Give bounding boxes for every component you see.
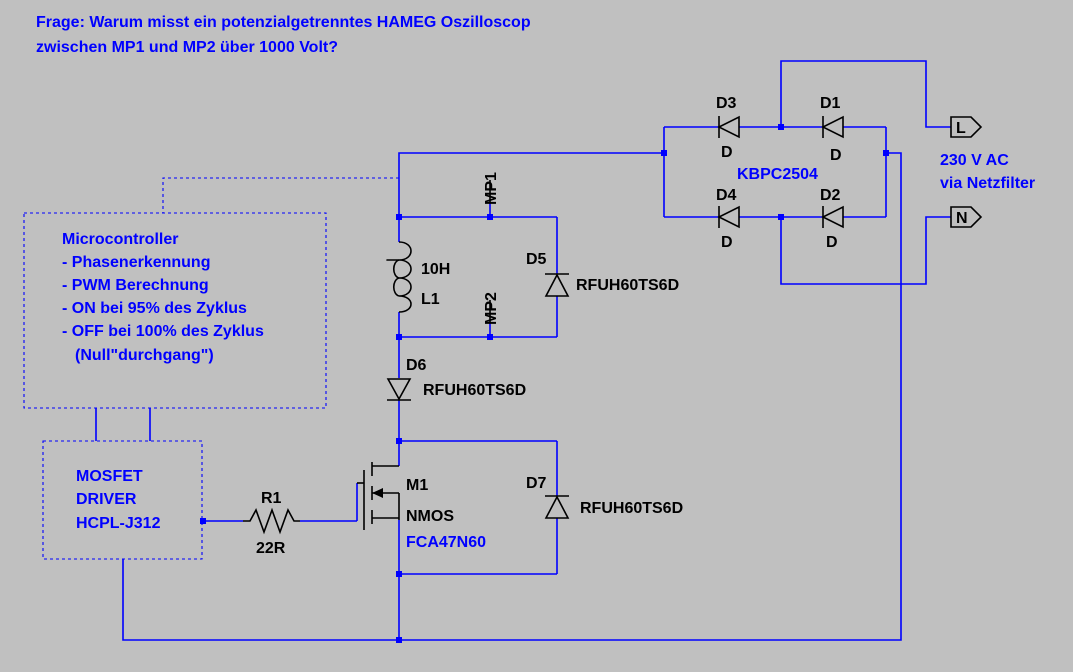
diode-d5: [544, 273, 570, 297]
bridge-label: KBPC2504: [737, 166, 818, 183]
d1-name: D1: [820, 95, 841, 112]
question-line-2: zwischen MP1 und MP2 über 1000 Volt?: [36, 39, 338, 56]
l1-name: L1: [421, 291, 440, 308]
d6-value: RFUH60TS6D: [423, 382, 526, 399]
question-line-1: Frage: Warum misst ein potenzialgetrennt…: [36, 14, 531, 31]
driver-line-1: DRIVER: [76, 491, 137, 508]
wires: [95, 60, 951, 641]
driver-text: MOSFET DRIVER HCPL-J312: [76, 468, 161, 532]
d2-name: D2: [820, 187, 841, 204]
mc-line-0: Microcontroller: [62, 231, 178, 248]
junctions: [200, 124, 889, 643]
microcontroller-box: [23, 212, 327, 409]
r1-name: R1: [261, 490, 282, 507]
port-l: L: [950, 116, 983, 138]
d7-name: D7: [526, 475, 547, 492]
svg-text:L: L: [956, 120, 966, 137]
diode-d2: [821, 205, 844, 229]
driver-line-2: HCPL-J312: [76, 515, 161, 532]
m1-type: NMOS: [406, 508, 454, 525]
supply-line-1: 230 V AC: [940, 152, 1009, 169]
m1-value: FCA47N60: [406, 534, 486, 551]
d4-name: D4: [716, 187, 737, 204]
mc-line-5: (Null"durchgang"): [75, 347, 214, 364]
r1-value: 22R: [256, 540, 286, 557]
mc-line-2: - PWM Berechnung: [62, 277, 209, 294]
mc-line-4: - OFF bei 100% des Zyklus: [62, 323, 264, 340]
d3-name: D3: [716, 95, 737, 112]
mc-line-3: - ON bei 95% des Zyklus: [62, 300, 247, 317]
d4-value: D: [721, 234, 733, 251]
d5-name: D5: [526, 251, 547, 268]
mp2-label: MP2: [483, 292, 500, 325]
m1-name: M1: [406, 477, 428, 494]
mosfet-m1: [357, 462, 400, 530]
diode-d6: [386, 378, 412, 401]
driver-line-0: MOSFET: [76, 468, 143, 485]
microcontroller-text: Microcontroller - Phasenerkennung - PWM …: [62, 231, 264, 364]
d6-name: D6: [406, 357, 427, 374]
diode-d4: [717, 205, 740, 229]
mp1-label: MP1: [483, 172, 500, 205]
diode-d1: [821, 115, 844, 139]
d1-value: D: [830, 147, 842, 164]
l1-value: 10H: [421, 261, 450, 278]
resistor-r1: [243, 507, 300, 535]
d3-value: D: [721, 144, 733, 161]
port-n: N: [950, 206, 983, 228]
d7-value: RFUH60TS6D: [580, 500, 683, 517]
mosfet-driver-box: [42, 440, 203, 560]
supply-line-2: via Netzfilter: [940, 175, 1035, 192]
svg-text:N: N: [956, 210, 968, 227]
diode-d3: [717, 115, 740, 139]
d2-value: D: [826, 234, 838, 251]
inductor-l1: [386, 241, 412, 313]
d5-value: RFUH60TS6D: [576, 277, 679, 294]
mc-line-1: - Phasenerkennung: [62, 254, 210, 271]
diode-d7: [544, 495, 570, 519]
